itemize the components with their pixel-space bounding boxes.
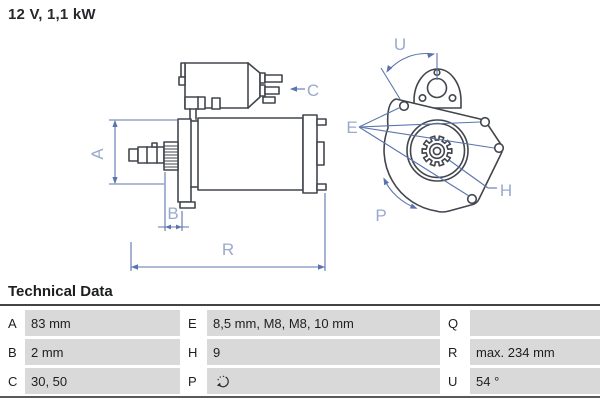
spec-key-cell: E <box>180 310 207 336</box>
dim-label-E: E <box>346 118 357 137</box>
spec-value-cell: max. 234 mm <box>470 339 600 365</box>
spec-value-cell <box>470 310 600 336</box>
spec-value-cell: 8,5 mm, M8, M8, 10 mm <box>207 310 440 336</box>
spec-key-cell: H <box>180 339 207 365</box>
spec-value-cell: 9 <box>207 339 440 365</box>
spec-key-cell: R <box>440 339 470 365</box>
mounting-hole <box>466 193 478 205</box>
solenoid-end-cap <box>180 62 186 78</box>
spec-value-cell: 83 mm <box>25 310 180 336</box>
spec-value-cell: 2 mm <box>25 339 180 365</box>
spec-key-cell: B <box>0 339 25 365</box>
mounting-hole <box>479 116 491 128</box>
page-title: 12 V, 1,1 kW <box>8 6 96 23</box>
side-view <box>128 62 327 209</box>
spec-value-cell: 54 ° <box>470 368 600 394</box>
solenoid-terminals <box>259 72 283 104</box>
section-heading: Technical Data <box>8 283 113 300</box>
front-view <box>383 68 505 213</box>
spec-key-cell: C <box>0 368 25 394</box>
bracket-center-hole <box>426 77 448 99</box>
mounting-flange <box>177 118 192 203</box>
dimension-labels: A B C E H P R U <box>88 35 512 259</box>
spec-key-cell: A <box>0 310 25 336</box>
spec-key-cell: P <box>180 368 207 394</box>
starter-motor-technical-drawing: A B C E H P R U <box>88 35 512 271</box>
dim-label-C: C <box>307 81 319 100</box>
rotation-direction-cw-icon <box>216 375 229 387</box>
dim-label-U: U <box>394 35 406 54</box>
technical-data-table: A 83 mm E 8,5 mm, M8, M8, 10 mm Q B 2 mm… <box>0 310 600 394</box>
dim-label-R: R <box>222 240 234 259</box>
heading-rule <box>0 304 600 306</box>
dimension-lines <box>109 52 497 271</box>
spec-key-cell: Q <box>440 310 470 336</box>
end-cap <box>302 114 318 194</box>
spec-value-cell-rotation <box>207 368 440 394</box>
dim-label-P: P <box>375 206 386 225</box>
mounting-hole <box>398 100 410 112</box>
table-bottom-rule <box>0 396 600 398</box>
dim-label-B: B <box>167 204 178 223</box>
motor-body <box>197 117 304 191</box>
drive-shaft <box>128 148 139 162</box>
dim-label-H: H <box>500 181 512 200</box>
solenoid-mount <box>184 96 206 110</box>
dim-label-A: A <box>88 148 107 160</box>
spec-value-cell: 30, 50 <box>25 368 180 394</box>
spec-key-cell: U <box>440 368 470 394</box>
mounting-hole <box>493 142 505 154</box>
